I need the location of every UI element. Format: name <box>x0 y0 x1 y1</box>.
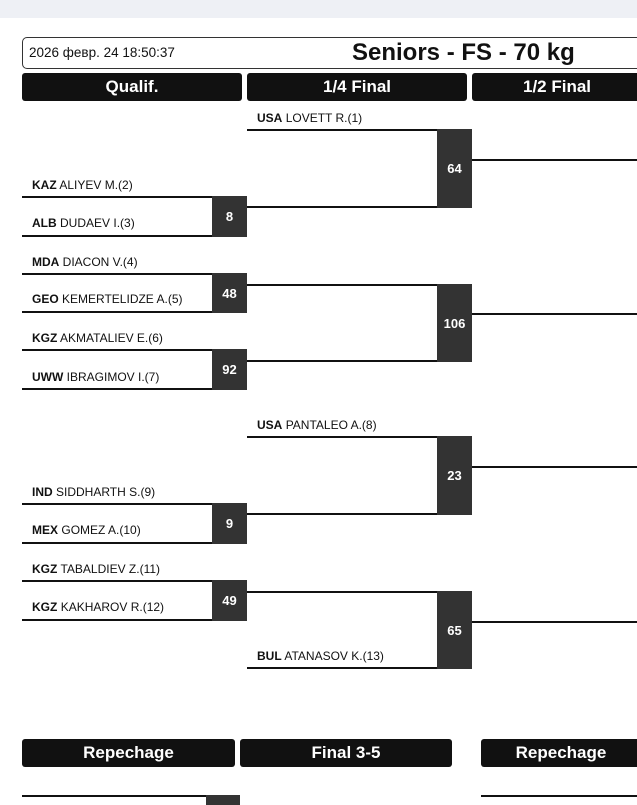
country-code: MDA <box>32 255 60 269</box>
bracket-line <box>472 159 637 161</box>
bracket-line <box>22 580 212 582</box>
athlete-name: GOMEZ A.(10) <box>61 523 141 537</box>
bout-score-qf2[interactable]: 106 <box>437 284 472 362</box>
bout-score-q5[interactable]: 49 <box>212 580 247 621</box>
country-code: GEO <box>32 292 59 306</box>
bracket-line <box>247 360 437 362</box>
athlete-name: AKMATALIEV E.(6) <box>60 331 163 345</box>
athlete-name: LOVETT R.(1) <box>285 111 363 125</box>
bracket-line <box>247 591 437 593</box>
country-code: KGZ <box>32 331 58 345</box>
bracket-line <box>22 503 212 505</box>
timestamp: 2026 февр. 24 18:50:37 <box>29 45 175 60</box>
athlete-name: ATANASOV K.(13) <box>284 649 384 663</box>
athlete-diacon[interactable]: MDA DIACON V.(4) <box>32 255 138 269</box>
bracket-line <box>22 388 212 390</box>
column-header-repechage-right: Repechage <box>481 739 637 767</box>
athlete-name: KAKHAROV R.(12) <box>60 600 165 614</box>
bracket-line <box>247 284 437 286</box>
athlete-aliyev[interactable]: KAZ ALIYEV M.(2) <box>32 178 133 192</box>
bout-score-q3[interactable]: 92 <box>212 349 247 390</box>
bracket-line <box>22 349 212 351</box>
country-code: MEX <box>32 523 59 537</box>
athlete-name: PANTALEO A.(8) <box>285 418 377 432</box>
title-box: 2026 февр. 24 18:50:37 Seniors - FS - 70… <box>22 37 637 69</box>
country-code: UWW <box>32 370 64 384</box>
bracket-line <box>22 795 206 797</box>
bout-score-qf4[interactable]: 65 <box>437 591 472 669</box>
athlete-lovett[interactable]: USA LOVETT R.(1) <box>257 111 362 125</box>
bracket-line <box>481 795 637 797</box>
athlete-name: SIDDHARTH S.(9) <box>56 485 156 499</box>
athlete-pantaleo[interactable]: USA PANTALEO A.(8) <box>257 418 377 432</box>
column-header-semi-final: 1/2 Final <box>472 73 637 101</box>
bracket-line <box>247 513 437 515</box>
bracket-line <box>247 436 437 438</box>
athlete-dudaev[interactable]: ALB DUDAEV I.(3) <box>32 216 135 230</box>
country-code: USA <box>257 418 283 432</box>
bracket-line <box>22 196 212 198</box>
athlete-kemertelidze[interactable]: GEO KEMERTELIDZE A.(5) <box>32 292 183 306</box>
athlete-name: TABALDIEV Z.(11) <box>60 562 161 576</box>
bracket-line <box>22 273 212 275</box>
athlete-atanasov[interactable]: BUL ATANASOV K.(13) <box>257 649 384 663</box>
bout-score-partial <box>206 795 240 805</box>
country-code: KGZ <box>32 600 58 614</box>
country-code: USA <box>257 111 283 125</box>
athlete-name: DUDAEV I.(3) <box>60 216 135 230</box>
athlete-akmataliev[interactable]: KGZ AKMATALIEV E.(6) <box>32 331 163 345</box>
bracket-line <box>247 129 437 131</box>
column-header-final-3-5: Final 3-5 <box>240 739 452 767</box>
column-header-repechage-left: Repechage <box>22 739 235 767</box>
athlete-name: KEMERTELIDZE A.(5) <box>62 292 183 306</box>
bout-score-q4[interactable]: 9 <box>212 503 247 544</box>
country-code: BUL <box>257 649 282 663</box>
bracket-line <box>472 621 637 623</box>
bracket-line <box>472 313 637 315</box>
country-code: ALB <box>32 216 57 230</box>
country-code: KAZ <box>32 178 57 192</box>
bracket-line <box>22 619 212 621</box>
athlete-name: IBRAGIMOV I.(7) <box>66 370 160 384</box>
bracket-line <box>247 667 437 669</box>
bracket-line <box>247 206 437 208</box>
bout-score-q2[interactable]: 48 <box>212 273 247 313</box>
athlete-siddharth[interactable]: IND SIDDHARTH S.(9) <box>32 485 155 499</box>
column-header-qualif: Qualif. <box>22 73 242 101</box>
country-code: IND <box>32 485 53 499</box>
bout-score-qf3[interactable]: 23 <box>437 436 472 515</box>
athlete-name: ALIYEV M.(2) <box>59 178 133 192</box>
top-strip <box>0 0 637 18</box>
athlete-gomez[interactable]: MEX GOMEZ A.(10) <box>32 523 141 537</box>
bracket-line <box>22 542 212 544</box>
page-title: Seniors - FS - 70 kg <box>352 39 575 66</box>
bracket-line <box>22 311 212 313</box>
bout-score-qf1[interactable]: 64 <box>437 129 472 208</box>
bracket-line <box>472 466 637 468</box>
athlete-name: DIACON V.(4) <box>62 255 138 269</box>
column-header-quarter-final: 1/4 Final <box>247 73 467 101</box>
athlete-tabaldiev[interactable]: KGZ TABALDIEV Z.(11) <box>32 562 160 576</box>
athlete-kakharov[interactable]: KGZ KAKHAROV R.(12) <box>32 600 164 614</box>
country-code: KGZ <box>32 562 58 576</box>
bout-score-q1[interactable]: 8 <box>212 196 247 237</box>
bracket-line <box>22 235 212 237</box>
athlete-ibragimov[interactable]: UWW IBRAGIMOV I.(7) <box>32 370 159 384</box>
